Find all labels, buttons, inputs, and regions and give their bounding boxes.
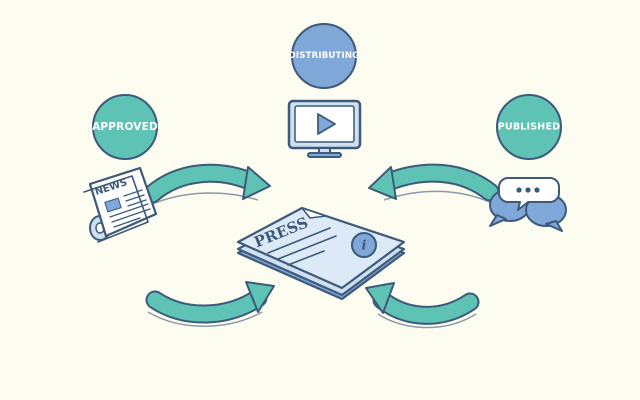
node-distributing: DISTRIBUTING (289, 23, 360, 89)
node-published: PUBLISHED (496, 94, 562, 160)
arrow-bottom-right (365, 282, 480, 329)
node-published-label: PUBLISHED (498, 122, 560, 133)
chat-bubbles-icon (489, 177, 567, 232)
node-approved: APPROVED (92, 94, 158, 160)
video-monitor-icon (287, 99, 362, 158)
node-approved-label: APPROVED (92, 121, 158, 133)
press-release-document-icon: PRESS i (236, 206, 406, 301)
newspaper-icon: NEWS (83, 166, 158, 243)
arrow-top-left (142, 163, 271, 206)
arrow-top-right (368, 163, 500, 204)
node-distributing-label: DISTRIBUTING (289, 51, 360, 61)
arrow-bottom-left (145, 281, 275, 327)
info-icon: i (362, 239, 367, 254)
